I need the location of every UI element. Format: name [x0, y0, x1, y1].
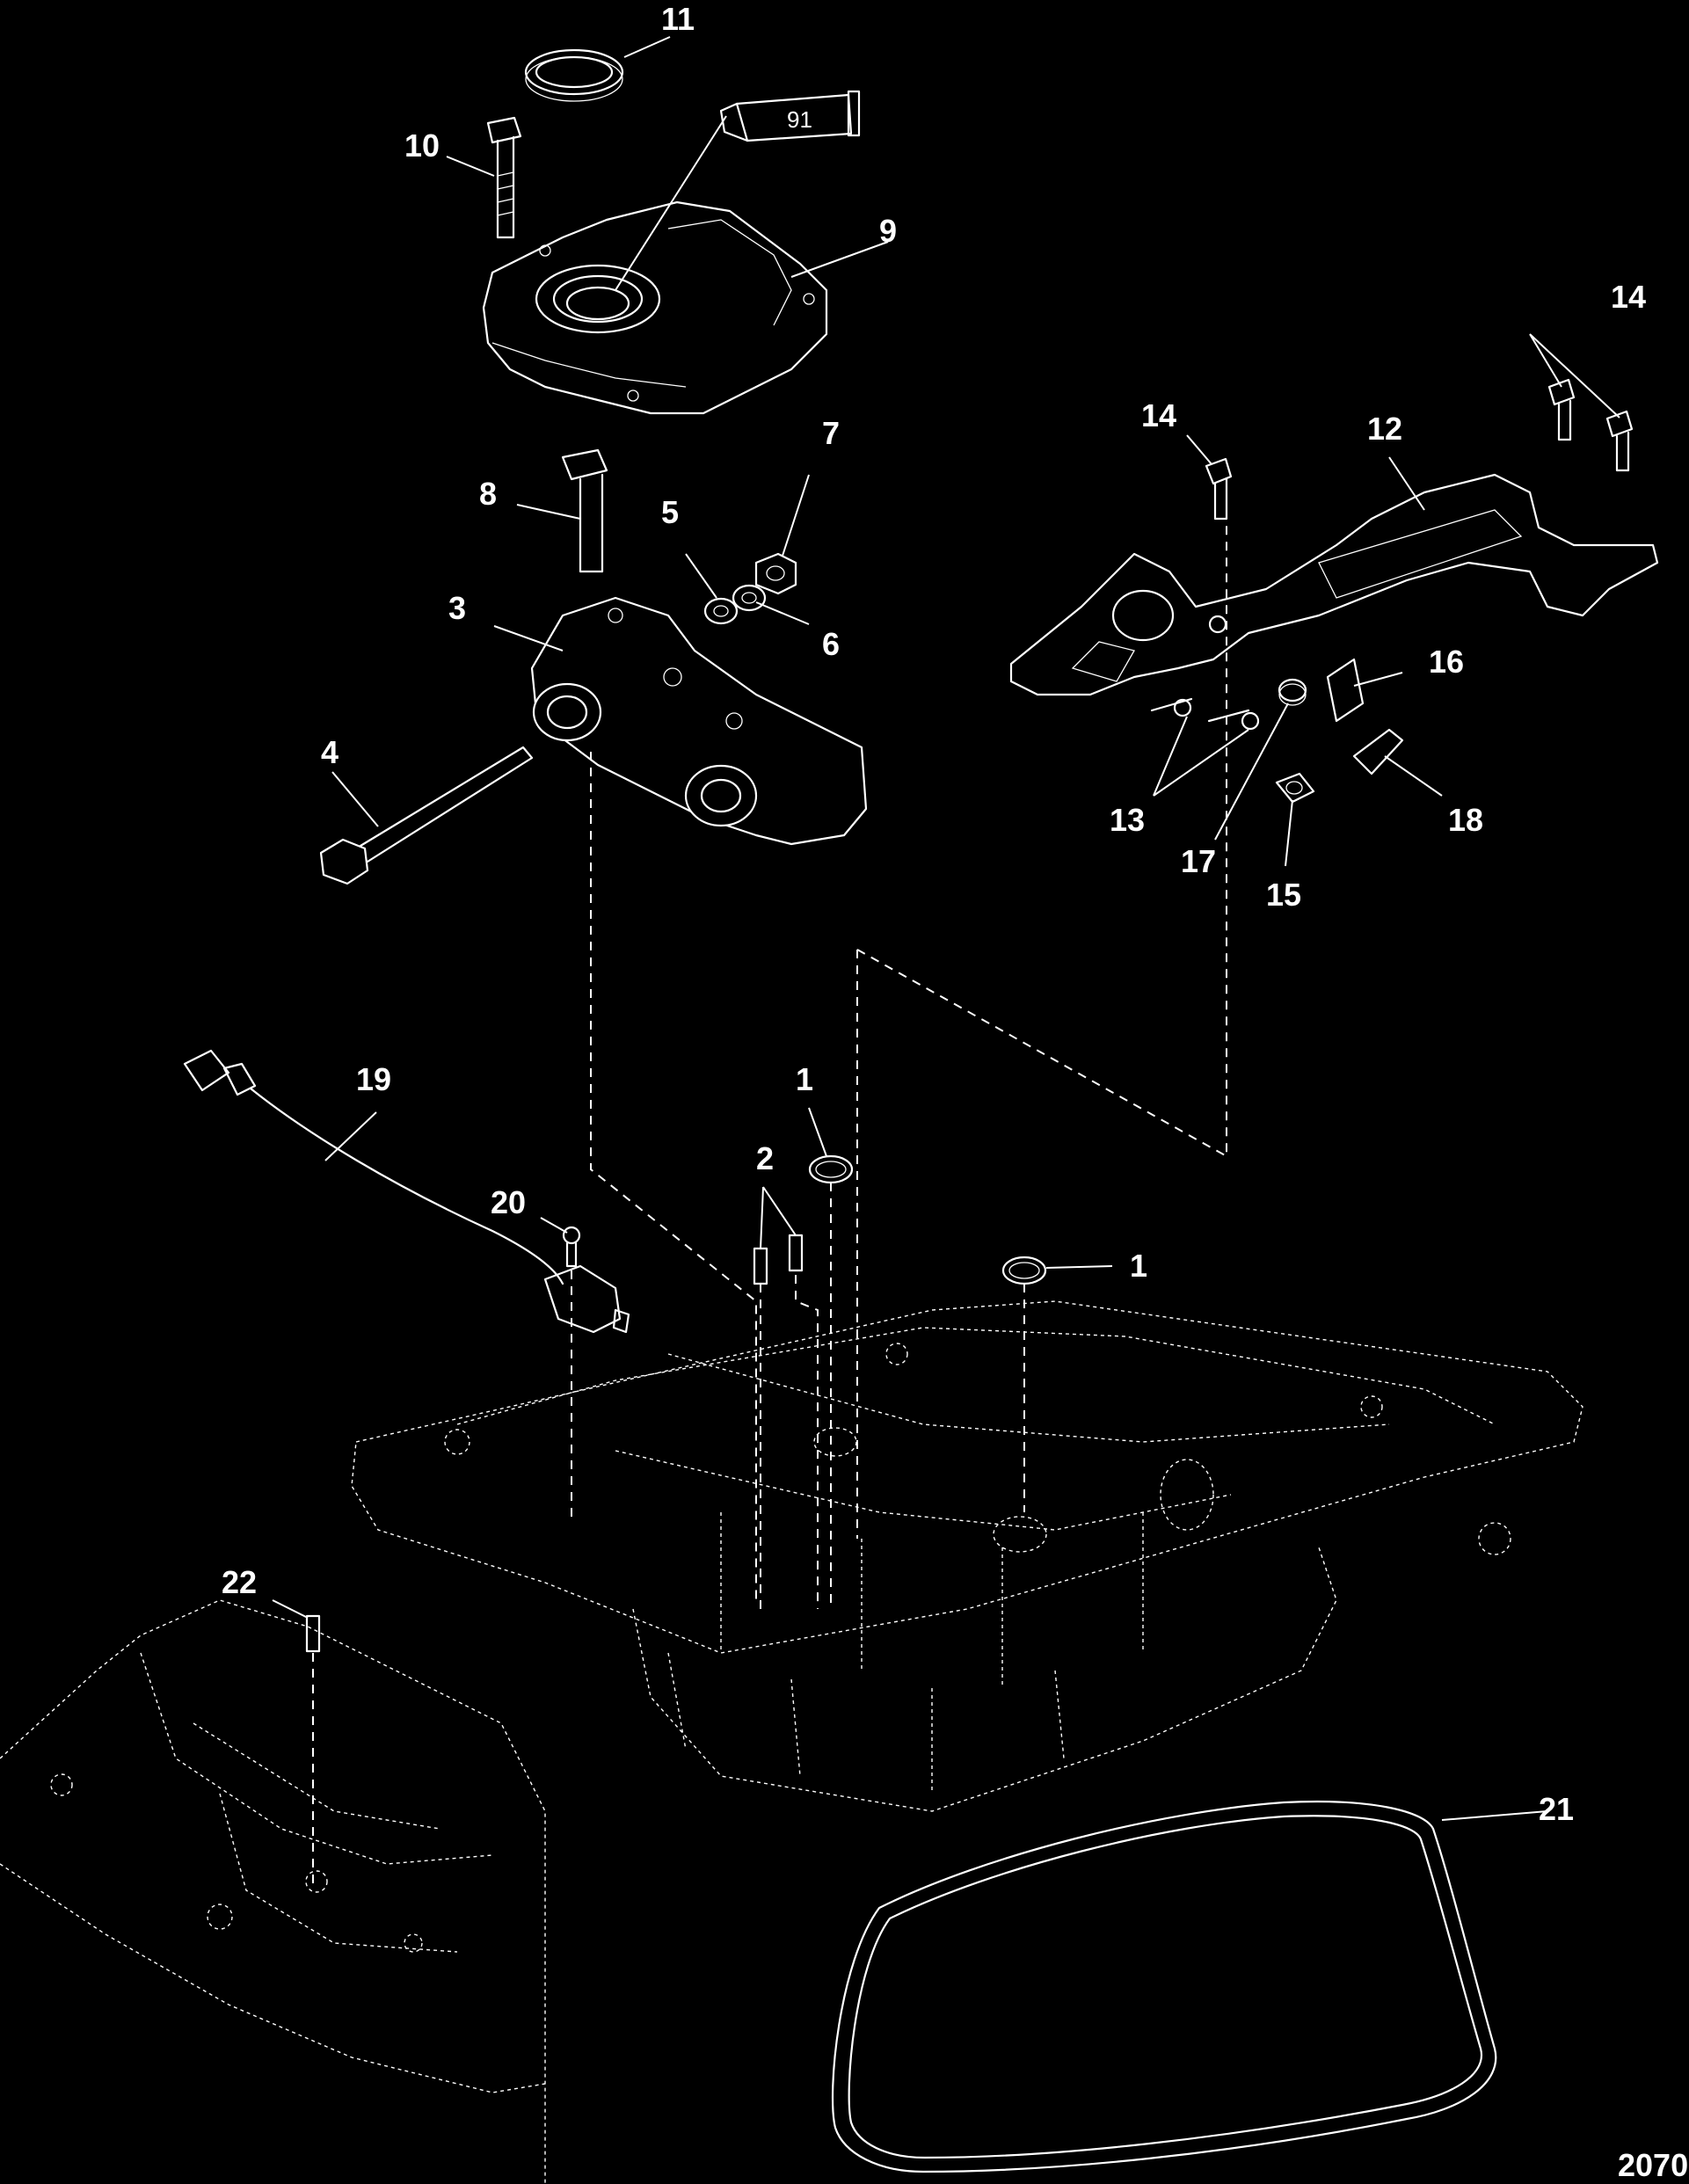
callout-7: 7	[822, 415, 840, 451]
callout-6: 6	[822, 626, 840, 662]
housing-cover-part-9	[482, 200, 828, 415]
callout-labels: 11 10 9 8 5 7 6 3 4 12 14 14 16 13 17 15…	[222, 1, 1646, 1827]
callout-11: 11	[661, 1, 695, 37]
bolt-part-8	[561, 448, 608, 573]
callout-10: 10	[404, 127, 440, 164]
callout-13: 13	[1110, 802, 1145, 838]
o-ring-part-1-b	[1001, 1256, 1047, 1285]
callout-2: 2	[756, 1140, 774, 1176]
callout-22: 22	[222, 1564, 257, 1600]
callout-18: 18	[1448, 802, 1483, 838]
callout-17: 17	[1181, 843, 1216, 879]
lower-casting-partial	[0, 1599, 546, 2184]
callout-1-upper: 1	[796, 1061, 813, 1097]
plate-part-16	[1326, 658, 1365, 723]
screw-part-13-b	[1207, 709, 1260, 731]
seal-ring-part-11	[524, 48, 624, 102]
bracket-block-part-3	[530, 596, 868, 846]
sealant-tube-91: 91	[719, 90, 861, 142]
bolt-part-14-right-a	[1547, 378, 1576, 441]
screw-part-20	[562, 1226, 581, 1268]
dowel-pin-part-2-b	[788, 1234, 804, 1272]
sealant-tube-label: 91	[787, 106, 812, 133]
shift-arm-part-12	[1009, 473, 1659, 696]
callout-3: 3	[448, 590, 466, 626]
sensor-harness-part-19	[183, 1049, 630, 1334]
figure-id: 2070	[1618, 2147, 1688, 2183]
clip-part-18	[1352, 728, 1404, 775]
dowel-pin-part-2-a	[753, 1247, 768, 1285]
screw-part-13-a	[1150, 697, 1193, 717]
bolt-part-14-left	[1205, 457, 1233, 521]
callout-20: 20	[491, 1184, 526, 1220]
bushing-part-15	[1275, 772, 1315, 804]
bushing-part-17	[1278, 678, 1307, 706]
bolt-part-14-right-b	[1605, 410, 1634, 472]
callout-9: 9	[879, 213, 897, 249]
gasket-part-21	[831, 1800, 1497, 2173]
callout-8: 8	[479, 476, 497, 512]
long-bolt-part-4	[319, 746, 534, 885]
callout-19: 19	[356, 1061, 391, 1097]
pin-part-22	[305, 1614, 321, 1653]
washer-part-6	[732, 584, 767, 612]
callout-15: 15	[1266, 877, 1301, 913]
adaptor-plate-casting	[351, 1300, 1583, 1812]
callout-12: 12	[1367, 411, 1402, 447]
callout-14-left: 14	[1141, 397, 1176, 433]
bolt-part-10	[486, 116, 522, 239]
callout-14-right: 14	[1611, 279, 1646, 315]
callout-1-right: 1	[1130, 1248, 1147, 1284]
nut-part-7	[754, 552, 797, 595]
callout-4: 4	[321, 734, 339, 770]
callout-5: 5	[661, 494, 679, 530]
callout-21: 21	[1539, 1791, 1574, 1827]
assembly-alignment-lines	[312, 501, 1227, 1890]
washer-part-5	[703, 597, 739, 625]
callout-16: 16	[1429, 644, 1464, 680]
callout-leaders	[272, 36, 1620, 1821]
o-ring-part-1-a	[808, 1154, 854, 1184]
